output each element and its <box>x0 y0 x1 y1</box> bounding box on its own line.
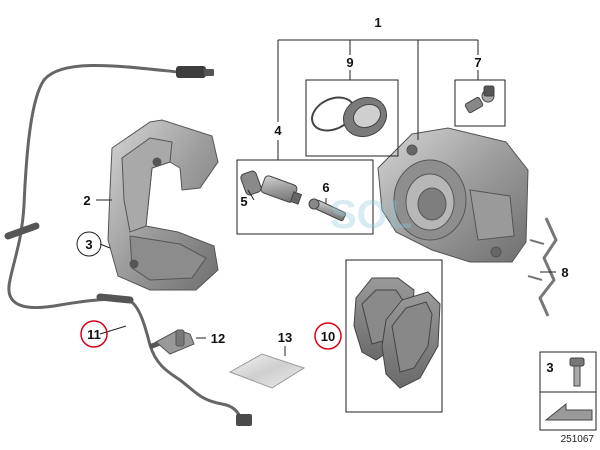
figure-id: 251067 <box>561 434 595 445</box>
caliper-housing <box>377 127 529 263</box>
arrow-icon <box>544 402 593 421</box>
group-boxes <box>236 79 597 431</box>
sensor-plug <box>176 66 214 78</box>
label-part-1: 1 <box>374 15 381 30</box>
grease-pack <box>228 353 306 389</box>
guide-sleeve <box>240 170 262 196</box>
label-part-10: 10 <box>321 329 335 344</box>
label-part-4: 4 <box>274 123 282 138</box>
label-part-9: 9 <box>346 55 353 70</box>
guide-bolt <box>260 175 303 205</box>
label-part-3: 3 <box>85 237 92 252</box>
highlight-circle-10 <box>314 322 342 350</box>
piston-boot <box>343 96 387 138</box>
label-part-6: 6 <box>322 180 329 195</box>
label-part-8: 8 <box>561 265 568 280</box>
caliper-carrier <box>107 119 219 291</box>
label-part-12: 12 <box>211 331 225 346</box>
circle-label-3 <box>76 231 102 257</box>
label-part-11: 11 <box>87 327 101 342</box>
legend-box-number: 3 <box>546 360 553 375</box>
highlight-circle-11 <box>80 320 108 348</box>
guide-pin <box>308 198 347 222</box>
spring-clip <box>527 217 558 317</box>
watermark: SOL <box>330 193 412 237</box>
label-part-2: 2 <box>83 193 90 208</box>
callout-lines <box>96 39 556 356</box>
bleeder-valve <box>464 85 495 114</box>
brake-pad-inner <box>381 291 441 389</box>
bolt-icon <box>569 357 585 387</box>
label-part-5: 5 <box>240 194 247 209</box>
label-part-13: 13 <box>278 330 292 345</box>
sensor-tip <box>236 414 252 426</box>
retaining-clip <box>155 329 195 355</box>
label-part-7: 7 <box>474 55 481 70</box>
